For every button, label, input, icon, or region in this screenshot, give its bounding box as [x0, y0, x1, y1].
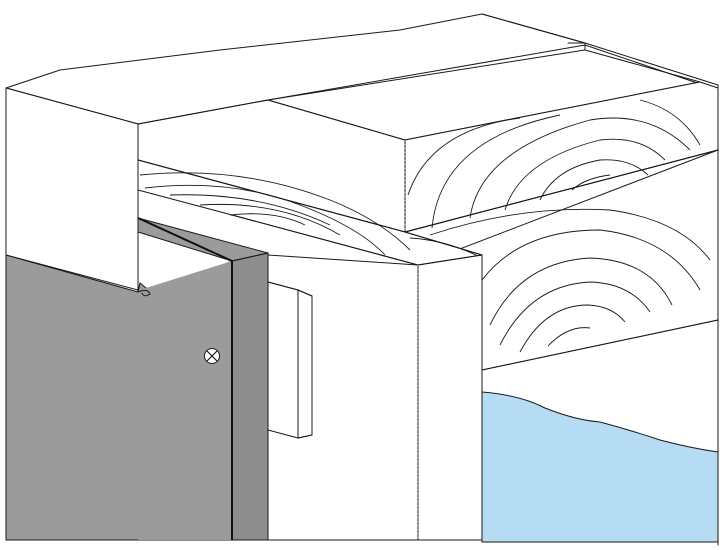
- white-cladding-panel: [5, 87, 139, 291]
- timber-joist-lower: [404, 149, 719, 371]
- spacer-block: [267, 281, 313, 439]
- insulation-fill: [481, 369, 719, 543]
- screw-cross-icon: [204, 348, 220, 364]
- grey-facade-panel: [5, 217, 269, 541]
